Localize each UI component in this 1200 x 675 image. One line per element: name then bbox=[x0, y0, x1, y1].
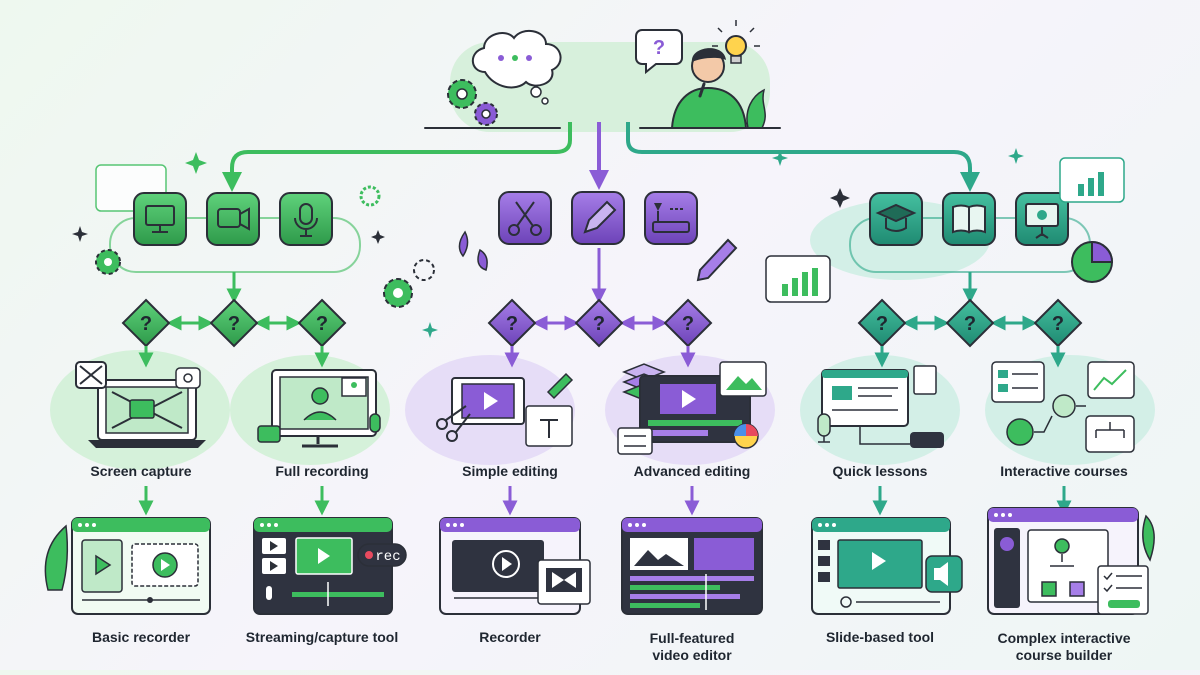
scenario-label-full-recording: Full recording bbox=[275, 463, 369, 479]
webcam-recording-icon bbox=[257, 369, 381, 448]
question-mark-text: ? bbox=[593, 313, 605, 335]
tool-label-slide-based: Slide-based tool bbox=[825, 629, 935, 645]
slide-lesson-icon bbox=[817, 365, 944, 448]
tool-label-course-builder: Complex interactive course builder bbox=[997, 630, 1130, 664]
question-mark-text: ? bbox=[1052, 313, 1064, 335]
pie-chart-icon bbox=[1071, 240, 1114, 283]
top-cluster: ? bbox=[424, 20, 781, 129]
presentation-icon bbox=[1015, 192, 1069, 246]
decision-diamond-8: ? bbox=[945, 298, 995, 348]
question-mark-text: ? bbox=[228, 313, 240, 335]
scenario-label-advanced-editing: Advanced editing bbox=[633, 463, 751, 479]
scenario-illustrations bbox=[75, 361, 1135, 455]
thought-bubble-icon bbox=[471, 29, 562, 105]
tool-label-line-1: Complex interactive bbox=[997, 630, 1131, 646]
tool-windows: rec bbox=[44, 507, 1155, 615]
graduation-cap-icon bbox=[869, 192, 923, 246]
thinking-person-icon bbox=[670, 48, 766, 129]
gears-icon bbox=[447, 79, 498, 126]
bar-chart-card-icon bbox=[765, 255, 831, 303]
question-bubble-icon: ? bbox=[635, 29, 683, 75]
editor-layers-icon bbox=[617, 361, 767, 455]
tool-label-line-2: video editor bbox=[652, 647, 732, 663]
question-mark-text: ? bbox=[653, 37, 665, 59]
course-builder-window bbox=[987, 507, 1155, 615]
decision-row: ? ? ? ? ? ? ? ? bbox=[121, 248, 1083, 368]
tool-label-streaming-capture: Streaming/capture tool bbox=[245, 629, 399, 645]
scenario-label-simple-editing: Simple editing bbox=[462, 463, 558, 479]
microphone-icon bbox=[279, 192, 333, 246]
decision-diamond-1: ? bbox=[121, 298, 171, 348]
purple-branch bbox=[383, 191, 738, 308]
tool-label-full-video-editor: Full-featured video editor bbox=[650, 630, 735, 664]
branch-arrows bbox=[222, 122, 980, 192]
question-mark-text: ? bbox=[876, 313, 888, 335]
book-icon bbox=[942, 192, 996, 246]
scissors-icon bbox=[498, 191, 552, 245]
interactive-branching-icon bbox=[991, 361, 1135, 453]
full-video-editor-window bbox=[621, 517, 763, 615]
tool-label-basic-recorder: Basic recorder bbox=[91, 629, 191, 645]
decision-diamond-7: ? bbox=[857, 298, 907, 348]
question-mark-text: ? bbox=[316, 313, 328, 335]
basic-recorder-window bbox=[44, 517, 211, 615]
leaf-decor-icon bbox=[458, 230, 488, 271]
scenario-to-tool-arrows bbox=[138, 486, 1072, 516]
question-mark-text: ? bbox=[964, 313, 976, 335]
question-mark-text: ? bbox=[506, 313, 518, 335]
decision-diamond-4: ? bbox=[487, 298, 537, 348]
question-mark-text: ? bbox=[140, 313, 152, 335]
video-camera-icon bbox=[206, 192, 260, 246]
monitor-icon bbox=[133, 192, 187, 246]
scenario-label-screen-capture: Screen capture bbox=[90, 463, 192, 479]
slide-tool-window bbox=[811, 517, 963, 615]
pencil-icon bbox=[571, 191, 625, 245]
tool-label-recorder: Recorder bbox=[479, 629, 541, 645]
laptop-crossed-icon bbox=[75, 361, 206, 448]
streaming-capture-window: rec bbox=[253, 517, 407, 615]
gear-decor-icon bbox=[383, 259, 435, 308]
teal-branch bbox=[765, 157, 1125, 303]
pencil-decor-icon bbox=[696, 238, 738, 282]
question-mark-text: ? bbox=[682, 313, 694, 335]
decision-diamond-3: ? bbox=[297, 298, 347, 348]
scenario-label-interactive-courses: Interactive courses bbox=[1000, 463, 1128, 479]
decision-diamond-6: ? bbox=[663, 298, 713, 348]
decision-diamond-5: ? bbox=[574, 298, 624, 348]
decision-diamond-2: ? bbox=[209, 298, 259, 348]
sparkle-decor bbox=[72, 148, 1024, 338]
tool-label-line-2: course builder bbox=[1015, 647, 1113, 663]
rec-badge-text: rec bbox=[375, 549, 400, 565]
film-cut-icon bbox=[436, 372, 574, 447]
tool-label-line-1: Full-featured bbox=[649, 630, 735, 646]
green-branch bbox=[95, 164, 381, 275]
background-blobs bbox=[50, 42, 1155, 470]
recorder-window bbox=[439, 517, 591, 615]
trim-timeline-icon bbox=[644, 191, 698, 245]
lightbulb-icon bbox=[712, 20, 760, 64]
gear-decor-icon bbox=[95, 185, 381, 275]
bar-chart-card-icon bbox=[1059, 157, 1125, 203]
decision-diamond-9: ? bbox=[1033, 298, 1083, 348]
scenario-label-quick-lessons: Quick lessons bbox=[832, 463, 928, 479]
